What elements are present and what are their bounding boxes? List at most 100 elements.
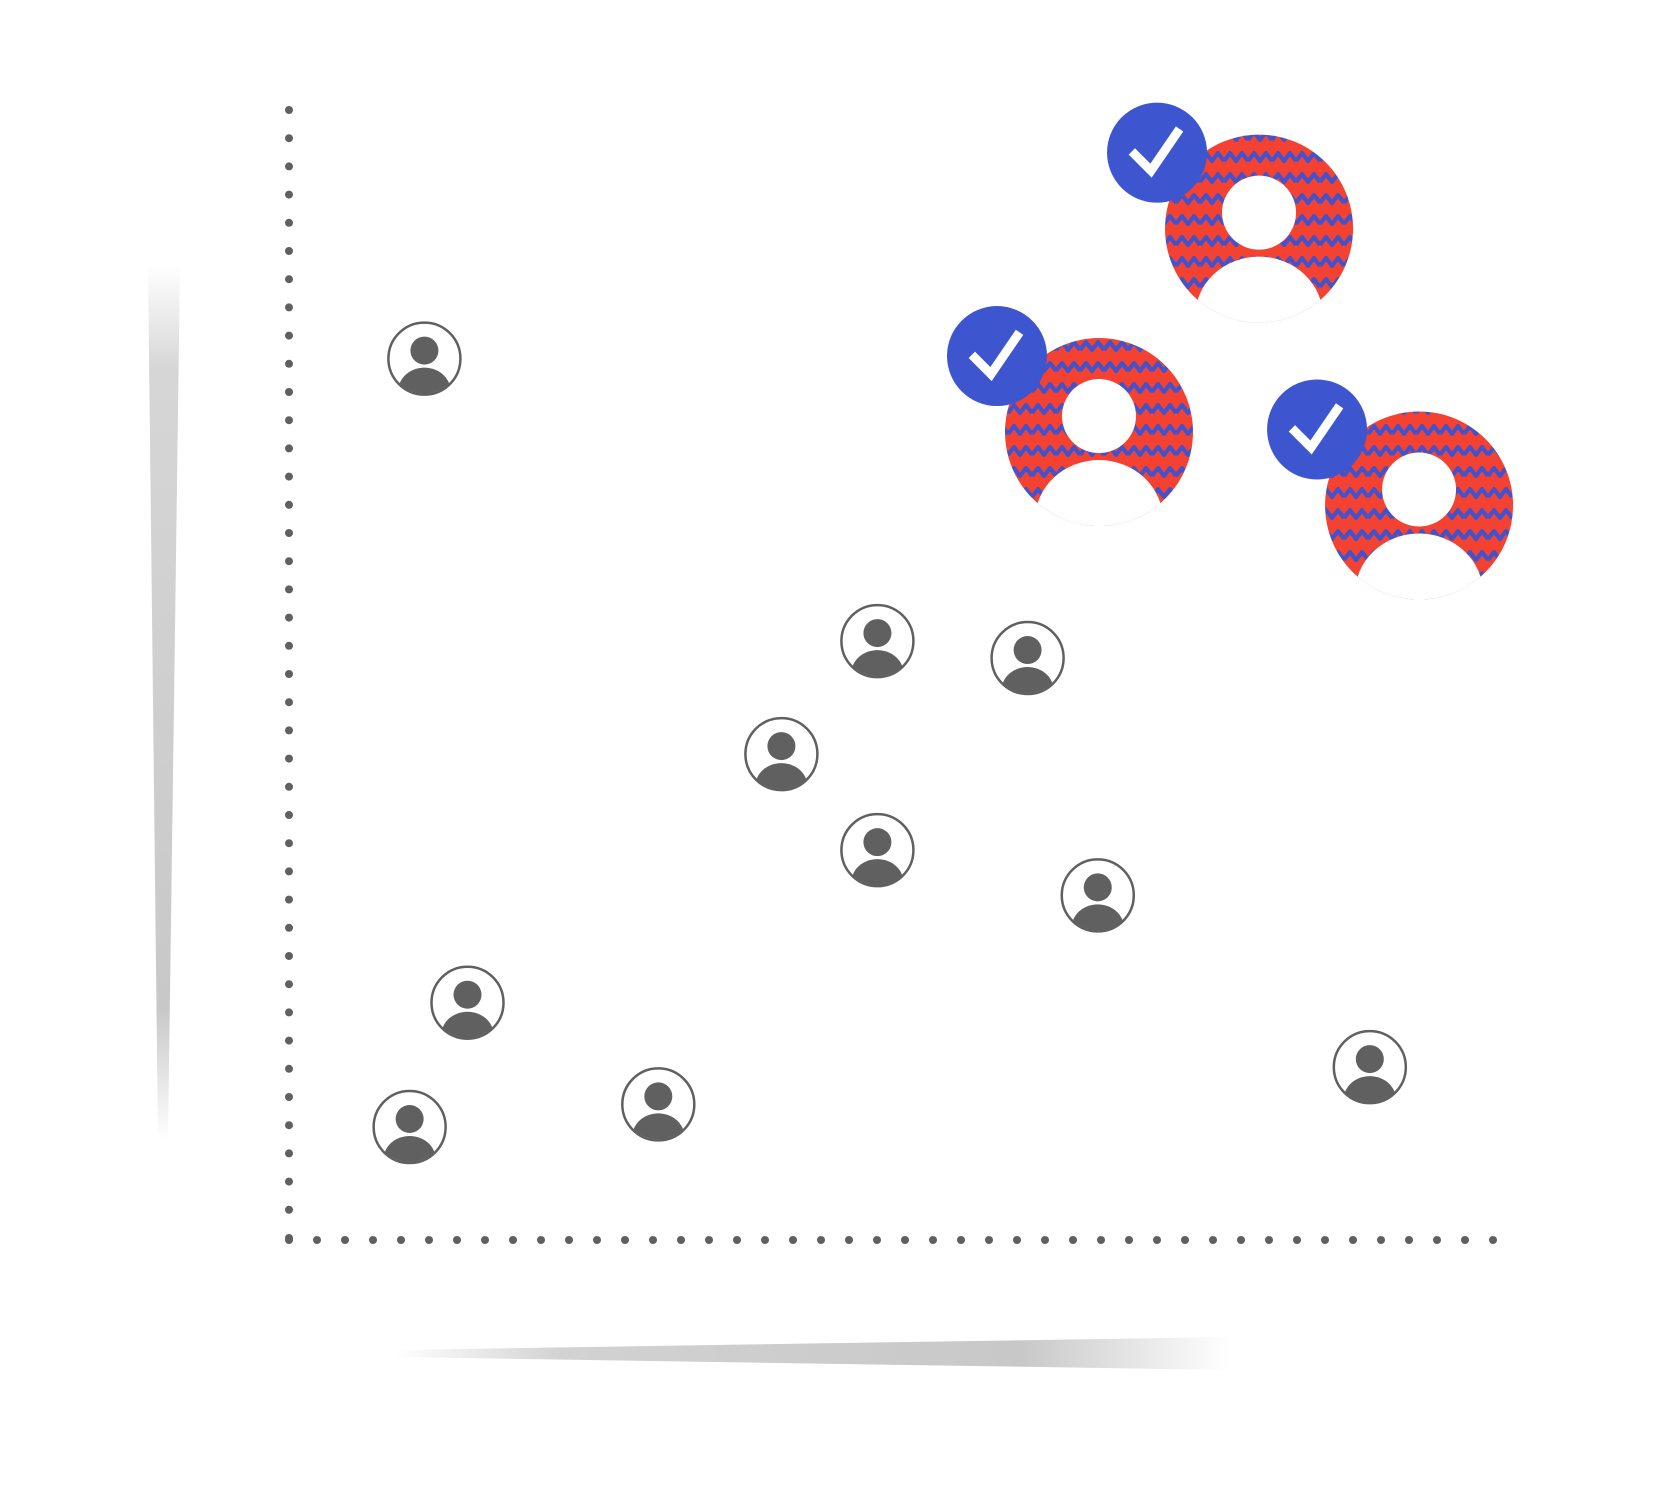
- y-axis-dot: [285, 106, 293, 114]
- person-avatar-icon: [1332, 1029, 1408, 1105]
- avatar-head: [1355, 1045, 1384, 1074]
- avatar-body: [1343, 1076, 1396, 1103]
- badge-circle: [1267, 379, 1368, 480]
- avatar-body: [1001, 667, 1054, 694]
- person-avatar-icon: [387, 321, 462, 396]
- selected-person-avatar-icon: [1325, 411, 1514, 600]
- avatar-head: [1083, 873, 1112, 902]
- x-axis-dot: [1125, 1236, 1133, 1244]
- y-axis-dot: [285, 1093, 293, 1101]
- axis-shadows: [148, 265, 1230, 1370]
- avatar-body: [1034, 460, 1163, 527]
- x-axis-dot: [1405, 1236, 1413, 1244]
- badge-circle: [1107, 102, 1208, 203]
- avatar-body: [755, 763, 808, 790]
- checkmark-badge-icon: [946, 306, 1047, 407]
- x-axis-dot: [901, 1236, 909, 1244]
- x-axis-dot: [985, 1236, 993, 1244]
- x-axis-dot: [1209, 1236, 1217, 1244]
- y-axis-dot: [285, 500, 293, 509]
- y-axis-dot: [285, 1121, 293, 1130]
- x-axis-dot: [341, 1236, 349, 1244]
- y-axis-dot: [285, 726, 293, 735]
- avatar-head: [1222, 175, 1297, 250]
- person-avatar-icon: [372, 1089, 447, 1165]
- y-axis-dot: [285, 529, 293, 537]
- x-axis-dot: [705, 1236, 713, 1244]
- x-axis-dot: [761, 1236, 769, 1244]
- x-axis-dot: [1321, 1236, 1329, 1244]
- y-axis-dot: [285, 275, 293, 284]
- person-avatar-icon: [744, 716, 819, 792]
- x-axis-dot: [1041, 1236, 1049, 1244]
- y-axis-dot: [285, 1036, 293, 1045]
- check-mark: [1288, 403, 1344, 455]
- y-axis-dot: [285, 134, 293, 143]
- x-axis-dot: [537, 1236, 545, 1244]
- y-axis-dot: [285, 359, 293, 368]
- x-axis-dot: [1097, 1236, 1105, 1244]
- avatar-body: [383, 1136, 436, 1162]
- avatar-body: [632, 1113, 685, 1140]
- avatar-head: [410, 336, 439, 365]
- x-axis-dot: [1069, 1236, 1077, 1244]
- x-axis-dot: [649, 1236, 657, 1244]
- x-axis-shadow: [395, 1337, 1230, 1370]
- y-axis-dot: [285, 698, 293, 707]
- y-axis-dot: [285, 613, 293, 622]
- y-axis-dot: [285, 1008, 293, 1017]
- avatar-head: [1061, 379, 1136, 454]
- x-axis-dot: [1293, 1236, 1301, 1244]
- y-axis-dot: [285, 839, 293, 848]
- avatar-body: [1071, 904, 1124, 931]
- x-axis-dot: [565, 1236, 573, 1244]
- y-axis-dot: [285, 190, 293, 199]
- y-axis-dot: [285, 416, 293, 425]
- avatar-body: [851, 859, 904, 886]
- data-points: [372, 102, 1514, 1165]
- x-axis-dot: [733, 1236, 741, 1244]
- x-axis-dot: [1153, 1236, 1161, 1244]
- check-mark: [968, 329, 1024, 382]
- checkmark-badge-icon: [1107, 102, 1208, 203]
- x-axis-dot: [817, 1236, 825, 1244]
- avatar-head: [644, 1082, 673, 1111]
- x-axis-dot: [677, 1236, 685, 1244]
- x-axis-dot: [593, 1236, 601, 1244]
- x-axis-dot: [453, 1236, 461, 1244]
- avatar-head: [863, 619, 892, 648]
- y-axis-dot: [285, 754, 293, 763]
- x-axis-dot: [509, 1236, 517, 1244]
- avatar-head: [863, 828, 892, 857]
- checkmark-badge-icon: [1267, 379, 1368, 480]
- y-axis-dot: [285, 952, 293, 960]
- y-axis-dot: [285, 331, 293, 340]
- y-axis-shadow: [148, 265, 180, 1140]
- avatar-head: [453, 980, 482, 1009]
- y-axis-dot: [285, 895, 293, 904]
- avatar-body: [1355, 533, 1484, 600]
- person-avatar-icon: [840, 812, 915, 888]
- person-avatar-icon: [1060, 858, 1136, 933]
- y-axis-dot: [285, 1149, 293, 1158]
- y-axis-dot: [285, 1205, 293, 1214]
- x-axis-dot: [929, 1236, 937, 1244]
- y-axis-dot: [285, 472, 293, 481]
- person-avatar-icon: [840, 603, 915, 679]
- y-axis-dot: [285, 980, 293, 989]
- person-avatar-icon: [990, 620, 1065, 696]
- y-axis-dot: [285, 557, 293, 566]
- selected-person-avatar-icon: [1004, 338, 1193, 527]
- x-axis-dot: [1433, 1236, 1441, 1244]
- y-axis-dot: [285, 218, 293, 227]
- y-axis-dot: [285, 923, 293, 932]
- avatar-head: [1013, 636, 1042, 665]
- avatar-body: [441, 1011, 494, 1038]
- y-axis-dot: [285, 388, 293, 396]
- x-axis-dot: [425, 1236, 433, 1244]
- x-axis-dot: [789, 1236, 797, 1244]
- avatar-head: [1382, 452, 1457, 527]
- y-axis-dot: [285, 867, 293, 876]
- y-axis-dot: [285, 782, 293, 791]
